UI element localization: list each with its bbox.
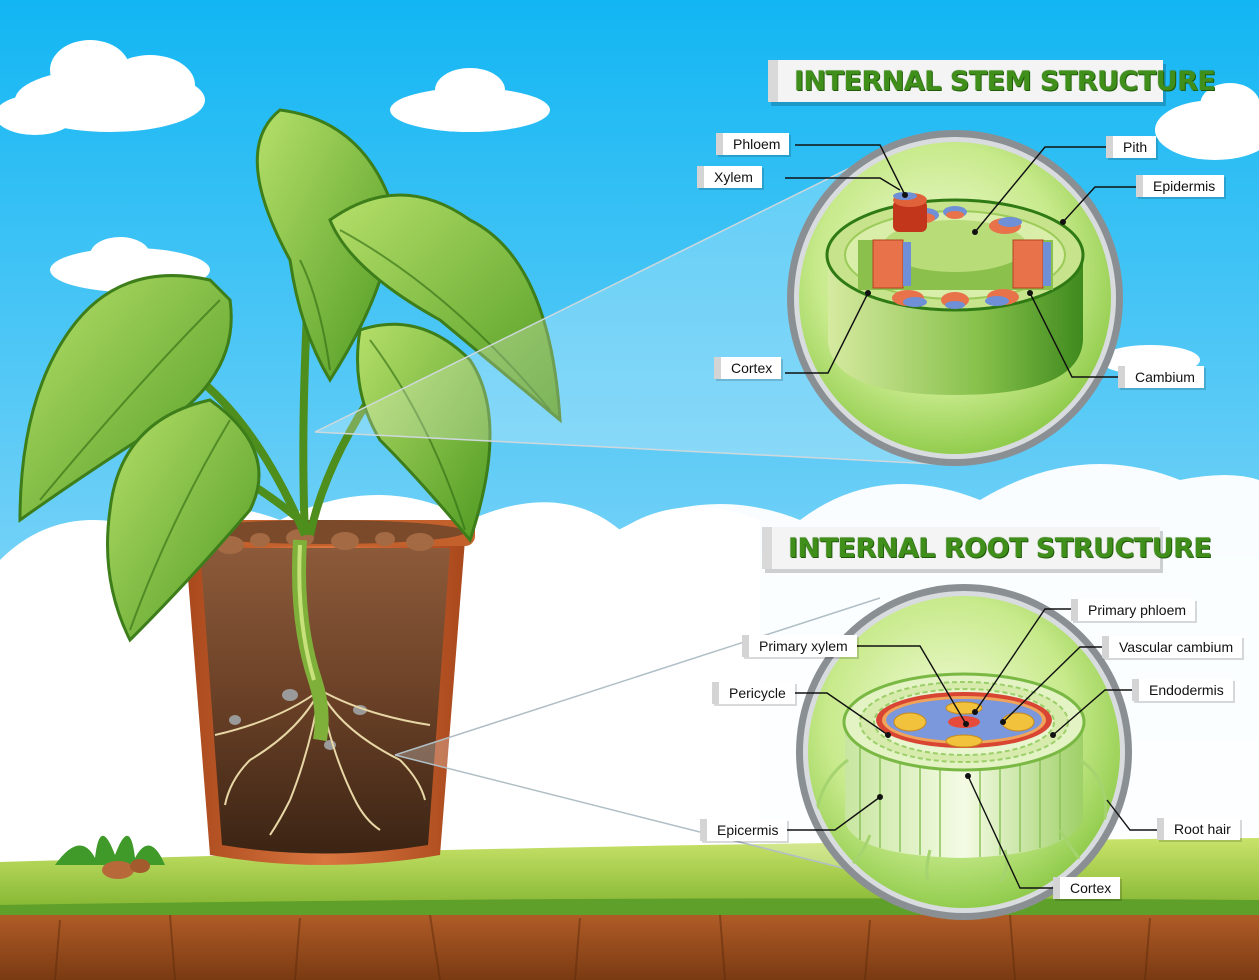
stem-section-title: INTERNAL STEM STRUCTURE	[768, 60, 1163, 102]
root-section-title: INTERNAL ROOT STRUCTURE	[762, 527, 1160, 569]
label-epicermis: Epicermis	[700, 819, 787, 841]
label-primary-xylem: Primary xylem	[742, 635, 857, 657]
label-pith: Pith	[1106, 136, 1156, 158]
label-endodermis: Endodermis	[1132, 679, 1233, 701]
label-phloem: Phloem	[716, 133, 789, 155]
label-cambium: Cambium	[1118, 366, 1204, 388]
label-epidermis: Epidermis	[1136, 175, 1224, 197]
label-pericycle: Pericycle	[712, 682, 795, 704]
label-cortex-stem: Cortex	[714, 357, 781, 379]
soil-bank	[0, 905, 1259, 980]
label-cortex-root: Cortex	[1053, 877, 1120, 899]
label-xylem: Xylem	[697, 166, 762, 188]
label-vascular-cambium: Vascular cambium	[1102, 636, 1242, 658]
label-root-hair: Root hair	[1157, 818, 1240, 840]
stem-magnifier	[787, 130, 1123, 466]
label-primary-phloem: Primary phloem	[1071, 599, 1195, 621]
